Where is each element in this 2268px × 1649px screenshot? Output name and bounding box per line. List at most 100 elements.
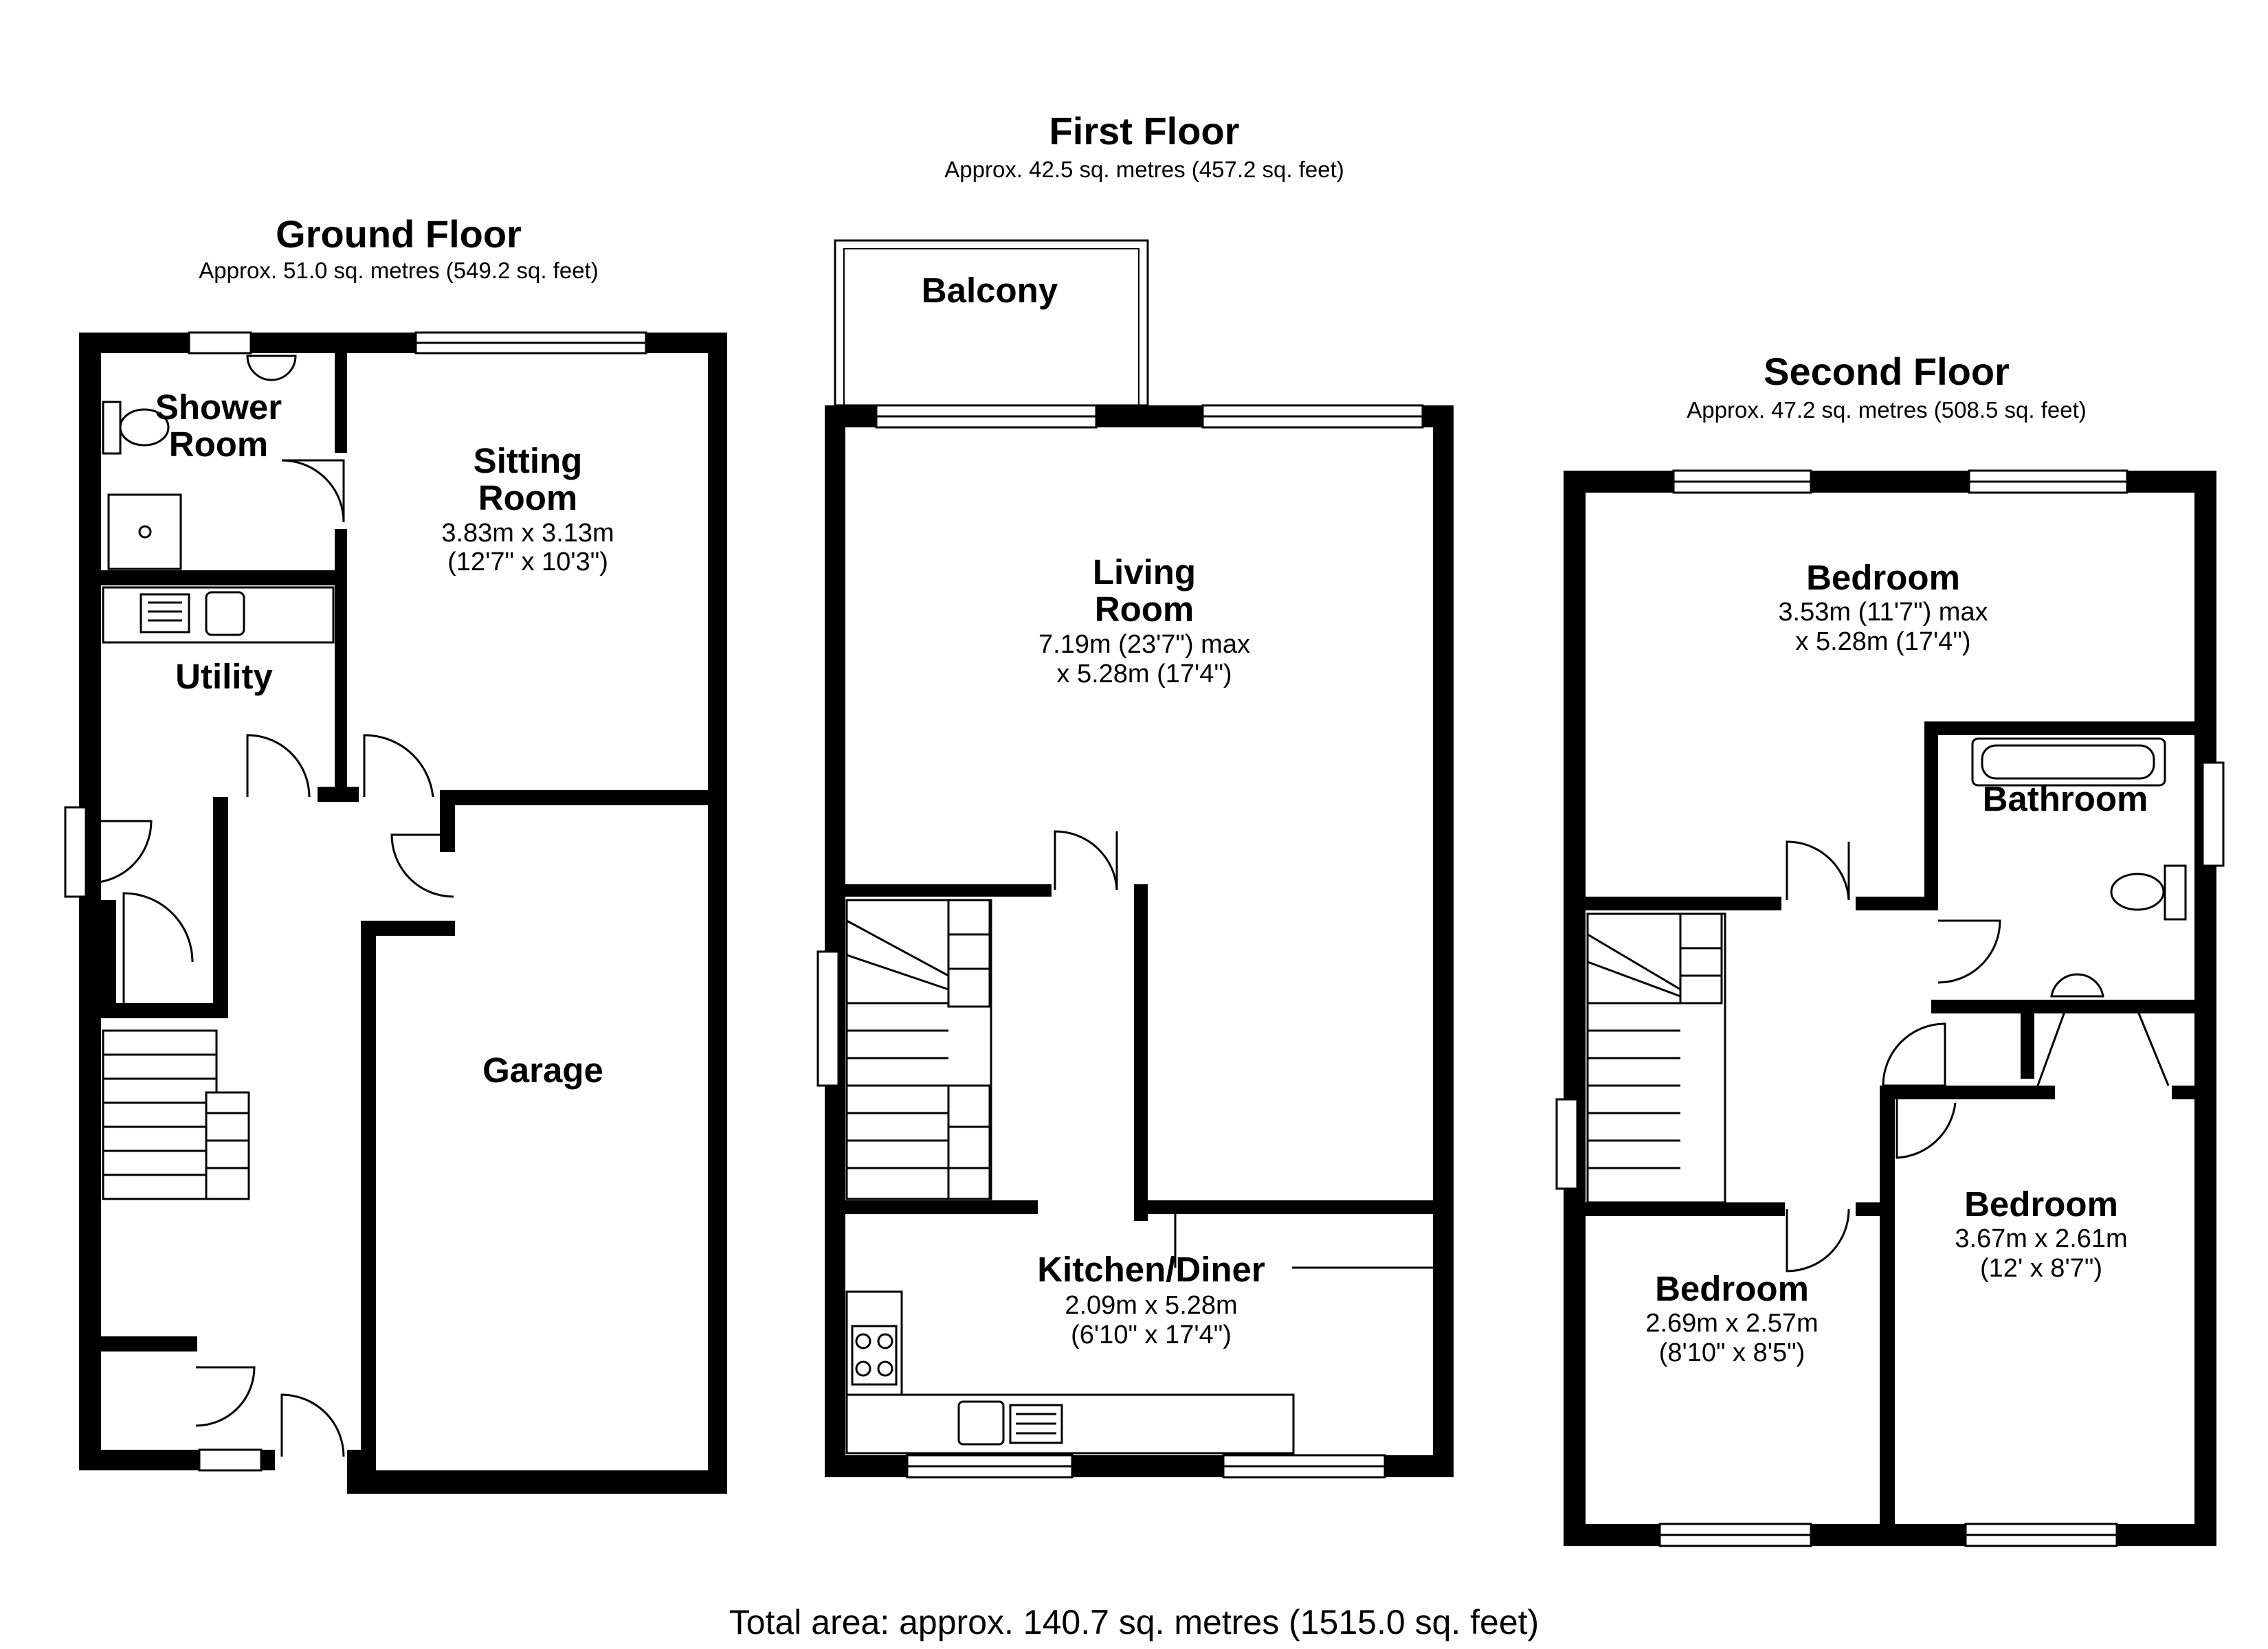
second-door-landing <box>1882 1022 1946 1087</box>
ground-door-utility <box>246 734 311 798</box>
second-wall-bottom-a <box>1564 1524 1660 1546</box>
second-wall-bottom-b <box>1811 1524 1966 1546</box>
ground-utility-drainer <box>140 593 190 633</box>
second-wall-bedroom2-top-b <box>2172 1086 2199 1099</box>
ground-sitting-room-dims-1: 3.83m x 3.13m <box>441 519 614 548</box>
ground-wc-bowl <box>119 408 170 447</box>
ground-wall-shower-sitting-lower <box>335 529 347 797</box>
second-floor-area: Approx. 47.2 sq. metres (508.5 sq. feet) <box>1687 397 2086 423</box>
ground-utility-sink <box>205 591 245 636</box>
second-staircase <box>1586 912 1726 1204</box>
first-wall-living-kitchen <box>1134 1200 1454 1214</box>
first-wall-right <box>1433 405 1454 1477</box>
second-door-bedroom1 <box>1786 840 1850 901</box>
ground-wall-store-top <box>101 1336 197 1351</box>
ground-wall-left <box>79 333 101 1470</box>
first-floor-plan: First Floor Approx. 42.5 sq. metres (457… <box>816 109 1454 1479</box>
first-balcony-outline <box>834 239 1149 407</box>
ground-door-store <box>195 1366 256 1427</box>
ground-sitting-room-label-1: Sitting <box>474 441 583 480</box>
ground-staircase <box>102 1029 250 1200</box>
ground-wall-sitting-garage <box>440 790 727 805</box>
second-wall-top-b <box>1811 471 1969 493</box>
ground-wc-cistern <box>102 401 122 455</box>
second-wall-left <box>1564 471 1586 1546</box>
first-wall-stair-top <box>845 884 1052 897</box>
first-door-living <box>1054 830 1118 890</box>
first-kitchen-dims-2: (6'10" x 17'4") <box>1071 1321 1232 1349</box>
first-wall-left <box>825 405 845 1477</box>
ground-wall-bottom-c <box>347 1450 361 1494</box>
ground-door-front <box>280 1393 345 1457</box>
first-wall-top-b <box>1096 405 1203 427</box>
ground-shower-drain <box>138 525 152 539</box>
first-kitchen-dims-1: 2.09m x 5.28m <box>1065 1291 1237 1320</box>
first-balcony-label: Balcony <box>922 271 1058 310</box>
first-wall-bottom-b <box>1072 1455 1223 1477</box>
second-wc <box>2110 873 2165 911</box>
ground-floor-area: Approx. 51.0 sq. metres (549.2 sq. feet) <box>199 258 598 283</box>
second-wall-top-a <box>1564 471 1674 493</box>
ground-wall-top-a <box>79 333 189 353</box>
second-door-cupboard <box>2036 1009 2170 1086</box>
second-wall-bedroom1-bottom-b <box>1856 897 1938 910</box>
ground-wall-shower-sitting-upper <box>335 333 347 453</box>
first-wall-top-a <box>825 405 876 427</box>
first-wall-living-divider <box>1134 884 1148 1221</box>
ground-floor-title: Ground Floor <box>276 212 522 256</box>
ground-wall-garage-corner <box>440 790 455 852</box>
ground-window-side <box>64 806 87 898</box>
ground-door-cupboard <box>122 892 194 1003</box>
ground-wall-cupboard-left <box>101 900 116 1003</box>
ground-window-shower <box>188 331 252 355</box>
ground-door-side <box>89 820 153 884</box>
ground-window-front <box>198 1448 263 1472</box>
second-bathroom-label: Bathroom <box>1983 779 2148 818</box>
second-bedroom1-label: Bedroom <box>1806 558 1960 597</box>
first-floor-area: Approx. 42.5 sq. metres (457.2 sq. feet) <box>944 157 1344 182</box>
ground-wall-bottom-a <box>79 1450 199 1470</box>
first-wall-bottom-c <box>1385 1455 1454 1477</box>
second-bedroom2-dims-2: (12' x 8'7") <box>1980 1254 2102 1283</box>
ground-wall-bottom-garage <box>361 1470 727 1494</box>
first-staircase <box>845 899 992 1200</box>
first-floor-title: First Floor <box>1049 109 1240 153</box>
second-wall-bottom-c <box>2117 1524 2216 1546</box>
first-wall-bottom-a <box>825 1455 907 1477</box>
ground-basin <box>246 355 297 381</box>
second-door-bathroom <box>1937 919 2001 984</box>
ground-wall-shower-utility <box>79 570 344 585</box>
second-wall-bath-left <box>1924 721 1938 910</box>
second-bedroom2-dims-1: 3.67m x 2.61m <box>1955 1224 2127 1253</box>
first-living-room-label-2: Room <box>1095 590 1194 629</box>
second-wall-bedroom1-bottom-a <box>1586 897 1781 910</box>
second-wall-bath-bottom <box>1938 1000 2199 1013</box>
second-bedroom3-dims-1: 2.69m x 2.57m <box>1645 1309 1818 1338</box>
ground-utility-label: Utility <box>175 657 273 696</box>
total-area-footer: Total area: approx. 140.7 sq. metres (15… <box>729 1603 1539 1641</box>
second-wall-cupboard <box>2021 1000 2034 1079</box>
second-wall-bedroom1-bath <box>1924 721 2199 735</box>
second-floor-title: Second Floor <box>1764 350 2010 393</box>
ground-wall-bottom-b <box>261 1450 275 1470</box>
first-living-room-dims-2: x 5.28m (17'4") <box>1056 660 1232 688</box>
ground-wall-right <box>708 333 727 1494</box>
ground-door-garage <box>390 833 454 898</box>
second-floor-plan: Second Floor Approx. 47.2 sq. metres (50… <box>1555 350 2225 1547</box>
ground-door-sitting <box>363 734 434 798</box>
second-wall-bedroom2-bedroom3 <box>1880 1086 1895 1525</box>
ground-wall-cupboard-right <box>213 797 228 1017</box>
second-bedroom2-label: Bedroom <box>1964 1185 2118 1224</box>
second-basin <box>2050 973 2104 998</box>
second-bedroom1-dims-1: 3.53m (11'7") max <box>1778 598 1988 627</box>
second-wall-bedroom3-top-b <box>1856 1202 1895 1216</box>
ground-wall-top-b <box>251 333 416 353</box>
ground-wall-hall-stub <box>318 787 359 802</box>
ground-shower-room-label-1: Shower <box>155 388 282 427</box>
second-bedroom3-dims-2: (8'10" x 8'5") <box>1659 1338 1805 1367</box>
ground-sitting-room-dims-2: (12'7" x 10'3") <box>447 548 608 576</box>
first-living-room-label-1: Living <box>1093 552 1196 592</box>
second-bedroom1-dims-2: x 5.28m (17'4") <box>1795 627 1970 656</box>
ground-door-shower <box>281 459 345 523</box>
